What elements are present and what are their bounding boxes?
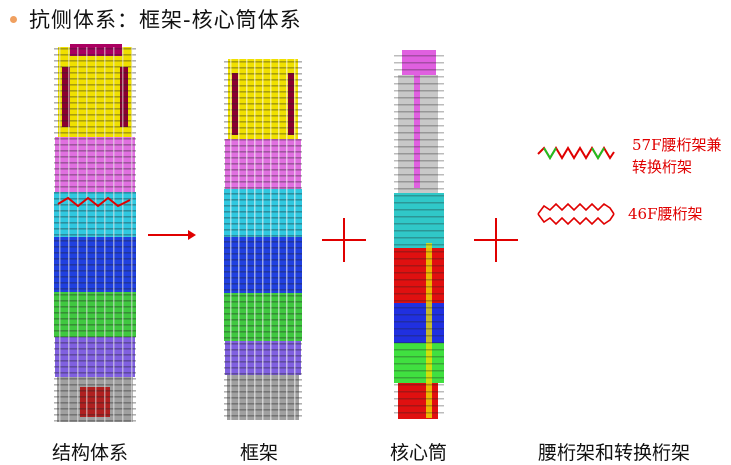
truss-57f-label: 57F腰桁架兼 转换桁架 [632, 134, 722, 178]
caption-structure-system: 结构体系 [52, 442, 129, 464]
core-tube-model [392, 48, 447, 423]
plus-icon [474, 218, 518, 262]
truss-57f-label-line1: 57F腰桁架兼 [632, 136, 722, 154]
truss-57f-label-line2: 转换桁架 [632, 158, 693, 176]
bullet-icon [10, 15, 17, 23]
structure-system-model [50, 42, 140, 427]
frame-model [222, 55, 304, 425]
truss-46f-label: 46F腰桁架 [628, 205, 703, 223]
caption-frame: 框架 [240, 442, 279, 464]
arrow-right-icon [148, 228, 196, 242]
title-row: 抗侧体系：框架-核心筒体系 [10, 4, 302, 34]
truss-46f-icon [536, 200, 616, 228]
plus-icon [322, 218, 366, 262]
truss-57f-icon [536, 142, 616, 166]
caption-core-tube: 核心筒 [390, 442, 448, 464]
page-title: 抗侧体系：框架-核心筒体系 [29, 8, 302, 32]
caption-truss: 腰桁架和转换桁架 [538, 442, 691, 464]
